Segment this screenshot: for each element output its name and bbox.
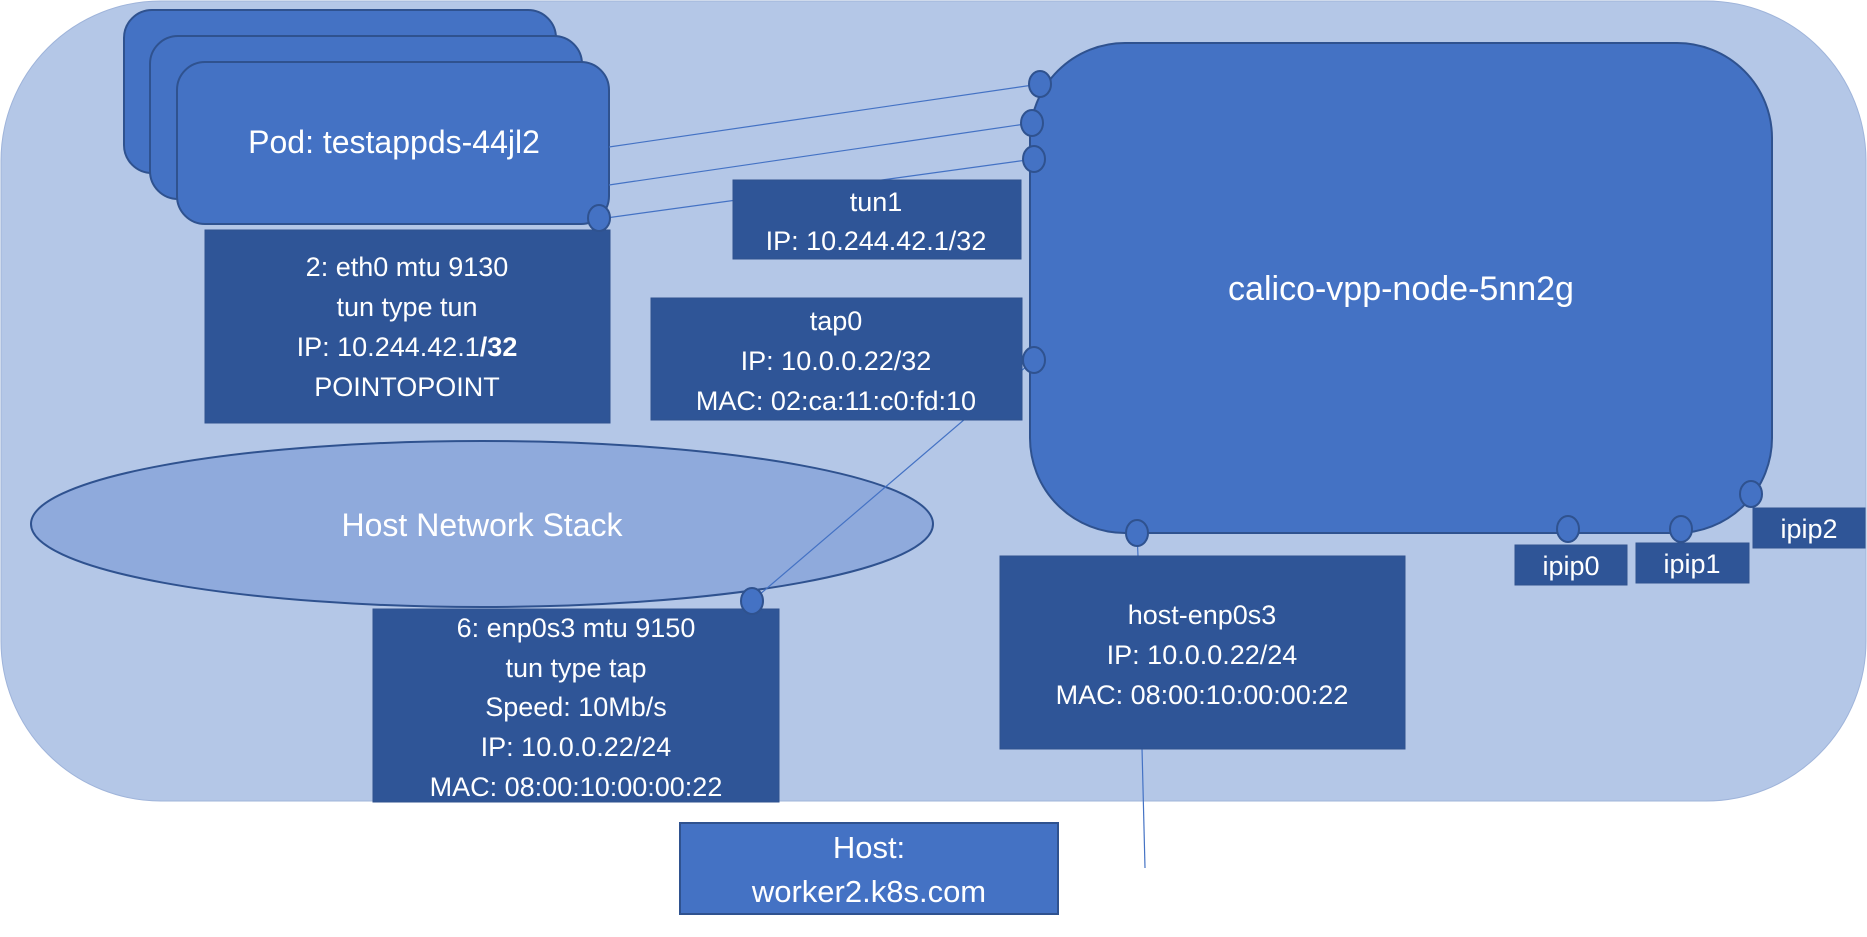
host-enp0s3-line2: IP: 10.0.0.22/24 xyxy=(1107,640,1298,670)
enp0s3-line1: 6: enp0s3 mtu 9150 xyxy=(457,613,696,643)
eth0-ip: IP: 10.244.42.1 xyxy=(297,332,480,362)
pod-label: Pod: testappds-44jl2 xyxy=(248,124,540,160)
eth0-line1: 2: eth0 mtu 9130 xyxy=(306,252,509,282)
link-pod-node-1 xyxy=(608,83,1041,148)
node-port-1 xyxy=(1028,70,1052,98)
enp0s3-line2: tun type tap xyxy=(505,653,646,683)
calico-node-label: calico-vpp-node-5nn2g xyxy=(1228,270,1574,308)
ipip1-port xyxy=(1669,515,1693,543)
host-network-stack xyxy=(30,440,934,608)
host-enp0s3-port xyxy=(1125,519,1149,547)
host-label-box xyxy=(679,822,1059,915)
enp0s3-line4: IP: 10.0.0.22/24 xyxy=(481,732,672,762)
enp0s3-line5: MAC: 08:00:10:00:00:22 xyxy=(430,772,723,802)
tap0-port xyxy=(1022,346,1046,374)
eth0-prefix-length: /32 xyxy=(480,332,518,362)
ipip2-label: ipip2 xyxy=(1780,514,1837,544)
host-enp0s3-box xyxy=(999,555,1406,750)
ipip0-box xyxy=(1514,544,1628,586)
enp0s3-port xyxy=(740,587,764,615)
tap0-line1: tap0 xyxy=(810,306,863,336)
calico-node-box xyxy=(1029,42,1773,534)
link-host-enp0s3-uplink xyxy=(1141,747,1146,869)
link-pod-node-2 xyxy=(608,122,1033,186)
ipip2-box xyxy=(1752,507,1866,549)
host-label-line2: worker2.k8s.com xyxy=(751,874,986,909)
tap0-line2: IP: 10.0.0.22/32 xyxy=(741,346,932,376)
host-enp0s3-line1: host-enp0s3 xyxy=(1128,600,1277,630)
pod-box xyxy=(176,61,610,225)
eth0-box xyxy=(204,229,611,424)
ipip2-port xyxy=(1739,480,1763,508)
host-label-line1: Host: xyxy=(833,830,905,865)
tun1-line2: IP: 10.244.42.1/32 xyxy=(766,226,987,256)
tun1-line1: tun1 xyxy=(850,187,903,217)
ipip0-port xyxy=(1556,515,1580,543)
host-enp0s3-line3: MAC: 08:00:10:00:00:22 xyxy=(1056,680,1349,710)
eth0-line4: POINTOPOINT xyxy=(314,372,500,402)
ipip1-label: ipip1 xyxy=(1663,549,1720,579)
host-network-stack-label: Host Network Stack xyxy=(342,507,624,543)
enp0s3-line3: Speed: 10Mb/s xyxy=(485,692,667,722)
ipip0-label: ipip0 xyxy=(1542,551,1599,581)
ipip1-box xyxy=(1635,542,1750,584)
node-port-3 xyxy=(1022,145,1046,173)
eth0-line2: tun type tun xyxy=(336,292,477,322)
pod-port xyxy=(587,204,611,232)
node-port-2 xyxy=(1020,109,1044,137)
tap0-box xyxy=(650,297,1023,421)
tap0-line3: MAC: 02:ca:11:c0:fd:10 xyxy=(696,386,976,416)
enp0s3-box xyxy=(372,608,780,803)
tun1-box xyxy=(732,179,1022,260)
eth0-line3: IP: 10.244.42.1/32 xyxy=(297,332,518,362)
